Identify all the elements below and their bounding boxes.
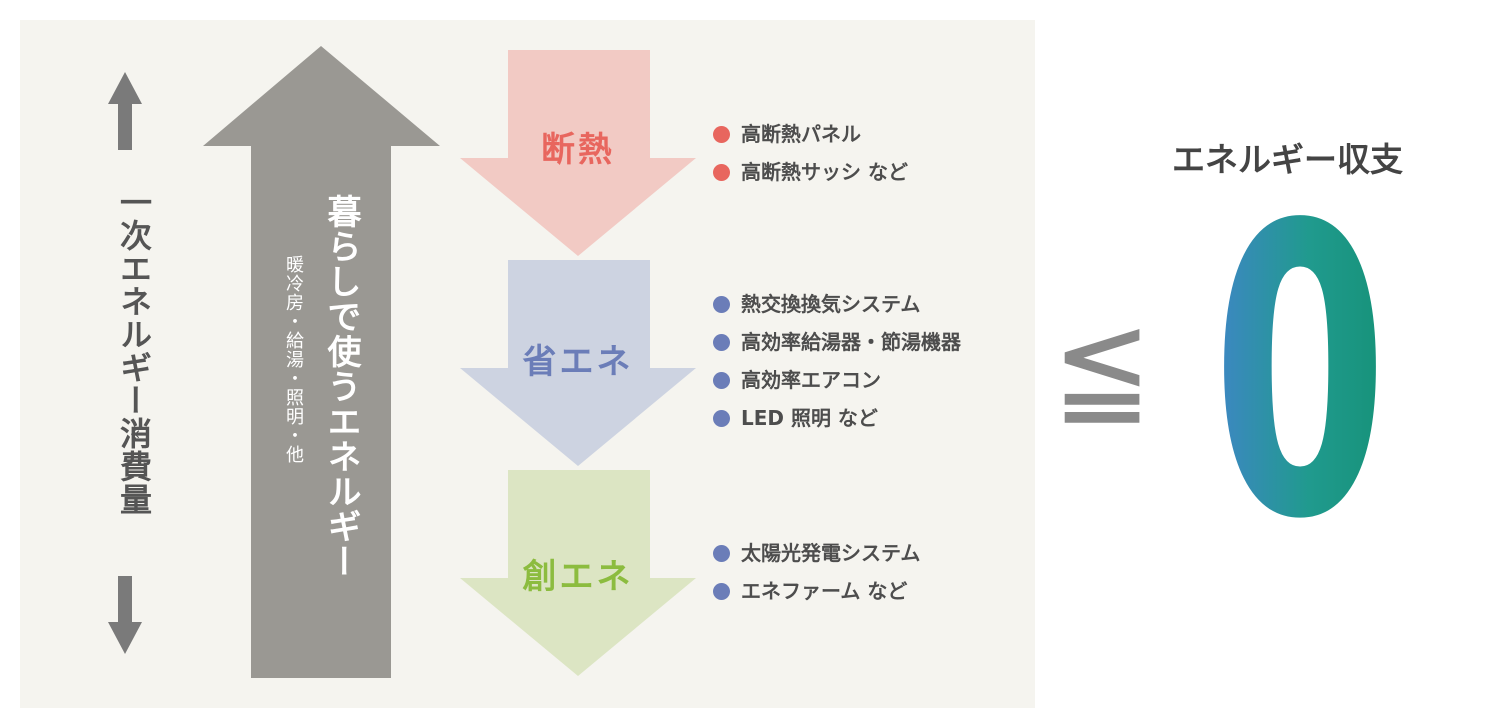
bullet-dot-icon bbox=[713, 410, 730, 427]
living-energy-arrow bbox=[203, 46, 440, 678]
bullet-dot-icon bbox=[713, 164, 730, 181]
bullet-dot-icon bbox=[713, 372, 730, 389]
note-mark: ※ bbox=[130, 428, 142, 443]
bullet-dot-icon bbox=[713, 583, 730, 600]
list-item: LED 照明 など bbox=[713, 408, 961, 428]
list-item: エネファーム など bbox=[713, 581, 920, 601]
list-item: 熱交換換気システム bbox=[713, 294, 961, 314]
bullet-dot-icon bbox=[713, 126, 730, 143]
energy-saving-label: 省エネ bbox=[522, 342, 634, 382]
down-arrow-icon bbox=[108, 576, 142, 654]
living-energy-label: 暮らしで使うエネルギー bbox=[321, 194, 361, 579]
bullet-dot-icon bbox=[713, 334, 730, 351]
living-energy-sub: 暖冷房・給湯・照明・他 bbox=[283, 255, 304, 464]
insulation-items: 高断熱パネル 高断熱サッシ など bbox=[713, 124, 908, 182]
list-item: 太陽光発電システム bbox=[713, 543, 920, 563]
energy-creation-label: 創エネ bbox=[522, 557, 634, 597]
balance-value-text: 0 bbox=[1212, 142, 1388, 607]
energy-saving-items: 熱交換換気システム 高効率給湯器・節湯機器 高効率エアコン LED 照明 など bbox=[713, 294, 961, 428]
bullet-dot-icon bbox=[713, 545, 730, 562]
comparison-symbol-text: ≦ bbox=[1052, 291, 1152, 443]
energy-creation-arrow bbox=[460, 470, 696, 676]
up-arrow-icon bbox=[108, 72, 142, 150]
list-item: 高断熱サッシ など bbox=[713, 162, 908, 182]
bullet-dot-icon bbox=[713, 296, 730, 313]
comparison-symbol: ≦ bbox=[1052, 291, 1152, 443]
list-item: 高効率エアコン bbox=[713, 370, 961, 390]
insulation-label: 断熱 bbox=[541, 130, 615, 170]
insulation-arrow bbox=[460, 50, 696, 256]
energy-saving-arrow bbox=[460, 260, 696, 466]
list-item: 高断熱パネル bbox=[713, 124, 908, 144]
energy-balance-title: エネルギー収支 bbox=[1172, 140, 1403, 179]
balance-value: 0 bbox=[1212, 142, 1388, 607]
energy-creation-items: 太陽光発電システム エネファーム など bbox=[713, 543, 920, 601]
primary-energy-label: 一次エネルギー消費量 ※ bbox=[115, 186, 153, 516]
list-item: 高効率給湯器・節湯機器 bbox=[713, 332, 961, 352]
